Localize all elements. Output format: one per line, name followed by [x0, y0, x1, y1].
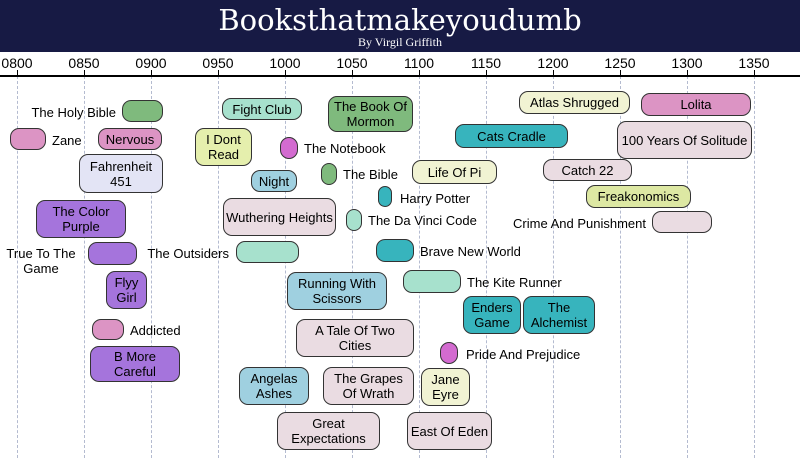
book-label-brave-new-world: Brave New World [420, 244, 521, 259]
book-enders-game: Enders Game [463, 296, 521, 334]
book-nervous: Nervous [98, 128, 162, 150]
tick-1050 [352, 70, 353, 77]
book-lolita: Lolita [641, 93, 751, 116]
gridline-0950 [218, 76, 219, 458]
book-label-the-holy-bible: The Holy Bible [31, 105, 116, 120]
chart-subtitle: By Virgil Griffith [358, 35, 442, 49]
gridline-1150 [486, 76, 487, 458]
book-brave-new-world [376, 239, 414, 262]
book-addicted [92, 319, 124, 340]
tick-label-1300: 1300 [671, 55, 703, 71]
book-label-the-notebook: The Notebook [304, 141, 386, 156]
book-cats-cradle: Cats Cradle [455, 124, 568, 148]
gridline-0800 [17, 76, 18, 458]
book-true-to-the-game [88, 242, 137, 265]
book-label-pride-and-prejudice: Pride And Prejudice [466, 347, 581, 362]
book-label-harry-potter: Harry Potter [400, 191, 471, 206]
book-the-outsiders [236, 241, 299, 263]
tick-label-1000: 1000 [269, 55, 301, 71]
book-running-with-scissors: Running With Scissors [287, 272, 387, 310]
book-label-addicted: Addicted [130, 323, 181, 338]
book-angelas-ashes: Angelas Ashes [239, 367, 309, 405]
book-freakonomics: Freakonomics [586, 185, 691, 208]
book-great-expectations: Great Expectations [277, 412, 380, 450]
book-label-true-to-the-game: True To The Game [6, 246, 76, 276]
gridline-1050 [352, 76, 353, 458]
tick-label-0850: 0850 [68, 55, 100, 71]
tick-1300 [687, 70, 688, 77]
tick-0800 [17, 70, 18, 77]
book-east-of-eden: East Of Eden [407, 412, 492, 450]
book-a-tale-of-two-cities: A Tale Of Two Cities [296, 319, 414, 357]
tick-0950 [218, 70, 219, 77]
book-pride-and-prejudice [440, 342, 458, 364]
book-the-color-purple: The Color Purple [36, 200, 126, 238]
tick-1150 [486, 70, 487, 77]
gridline-1350 [754, 76, 755, 458]
book-the-bible [321, 163, 337, 185]
book-the-book-of-mormon: The Book Of Mormon [328, 96, 413, 132]
book-the-notebook [280, 137, 298, 159]
gridline-1100 [419, 76, 420, 458]
tick-label-1400: 1400 [791, 55, 800, 71]
tick-1100 [419, 70, 420, 77]
tick-label-1250: 1250 [604, 55, 636, 71]
tick-label-1350: 1350 [738, 55, 770, 71]
tick-1250 [620, 70, 621, 77]
tick-0900 [151, 70, 152, 77]
book-label-the-bible: The Bible [343, 167, 398, 182]
book-zane [10, 128, 46, 150]
title-banner: Booksthatmakeyoudumb By Virgil Griffith [0, 0, 800, 52]
tick-label-1100: 1100 [403, 55, 435, 71]
book-life-of-pi: Life Of Pi [412, 160, 497, 184]
tick-label-0800: 0800 [1, 55, 33, 71]
book-the-alchemist: The Alchemist [523, 296, 595, 334]
book-wuthering-heights: Wuthering Heights [223, 198, 336, 236]
gridline-1300 [687, 76, 688, 458]
book-jane-eyre: Jane Eyre [421, 368, 470, 406]
book-flyy-girl: Flyy Girl [106, 271, 147, 309]
book-the-kite-runner [403, 270, 461, 293]
book-label-the-da-vinci-code: The Da Vinci Code [368, 213, 477, 228]
book-label-the-kite-runner: The Kite Runner [467, 275, 562, 290]
tick-label-1150: 1150 [470, 55, 502, 71]
book-the-holy-bible [122, 100, 163, 122]
tick-label-0900: 0900 [135, 55, 167, 71]
book-label-crime-and-punishment: Crime And Punishment [513, 216, 646, 231]
book-night: Night [251, 170, 297, 192]
book-label-zane: Zane [52, 133, 82, 148]
book-i-dont-read: I Dont Read [195, 128, 252, 166]
book-harry-potter [378, 186, 392, 207]
x-axis-line [0, 75, 800, 77]
book-crime-and-punishment [652, 211, 712, 233]
gridline-1250 [620, 76, 621, 458]
book-fahrenheit-451: Fahrenheit 451 [79, 154, 163, 193]
gridline-0900 [151, 76, 152, 458]
tick-1200 [553, 70, 554, 77]
book-b-more-careful: B More Careful [90, 346, 180, 382]
gridline-0850 [84, 76, 85, 458]
gridline-1000 [285, 76, 286, 458]
book-label-the-outsiders: The Outsiders [147, 246, 229, 261]
book-catch-22: Catch 22 [543, 159, 632, 181]
tick-1000 [285, 70, 286, 77]
tick-1350 [754, 70, 755, 77]
book-the-da-vinci-code [346, 209, 362, 231]
chart-title: Booksthatmakeyoudumb [218, 3, 582, 37]
gridline-1200 [553, 76, 554, 458]
book-100-years-of-solitude: 100 Years Of Solitude [617, 121, 752, 159]
book-fight-club: Fight Club [222, 98, 302, 120]
tick-label-1200: 1200 [537, 55, 569, 71]
tick-0850 [84, 70, 85, 77]
book-atlas-shrugged: Atlas Shrugged [519, 91, 630, 114]
book-the-grapes-of-wrath: The Grapes Of Wrath [323, 367, 414, 405]
tick-label-1050: 1050 [336, 55, 368, 71]
tick-label-0950: 0950 [202, 55, 234, 71]
